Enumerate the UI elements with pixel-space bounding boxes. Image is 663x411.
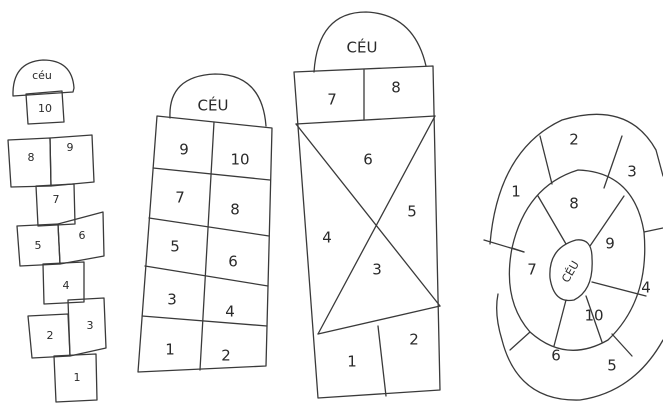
sector-line <box>611 333 633 357</box>
board-outline <box>293 65 441 399</box>
sky-label: céu <box>32 69 52 82</box>
hopscotch-spiral: 1 2 3 4 5 6 7 8 9 10 CÉU <box>483 113 663 401</box>
cell-number: 1 <box>511 183 521 201</box>
cell-number: 4 <box>322 229 332 247</box>
cell-number: 6 <box>79 229 86 242</box>
hopscotch-classic: céu 10 8 9 7 5 6 4 2 3 1 <box>7 59 107 403</box>
cell-number: 3 <box>167 291 177 309</box>
cell-number: 2 <box>47 329 54 342</box>
cell-number: 8 <box>569 195 579 213</box>
sky-semicircle <box>313 11 427 73</box>
sky-label: CÉU <box>347 38 378 57</box>
center-circle <box>549 239 593 302</box>
cell-number: 9 <box>605 235 615 253</box>
cell-number: 2 <box>569 131 579 149</box>
sky-label: CÉU <box>559 259 582 285</box>
cell-number: 2 <box>409 331 419 349</box>
cell-number: 3 <box>372 261 382 279</box>
cell-number: 4 <box>641 279 651 297</box>
outer-ring <box>496 293 663 401</box>
sector-line <box>589 195 625 247</box>
sky-label: CÉU <box>198 96 229 115</box>
grid-divider <box>144 265 269 287</box>
board-divider <box>295 115 436 125</box>
cell-number: 1 <box>347 353 357 371</box>
sector-line <box>591 281 647 297</box>
hopscotch-grid: CÉU 9 10 7 8 5 6 3 4 1 2 <box>137 73 273 373</box>
cell-outline <box>42 261 85 305</box>
diagonal-line <box>317 115 436 335</box>
cell-number: 7 <box>175 189 185 207</box>
cell-number: 5 <box>170 238 180 256</box>
sky-semicircle <box>169 73 267 127</box>
cell-number: 3 <box>87 319 94 332</box>
cell-number: 5 <box>407 203 417 221</box>
cell-outline <box>35 183 76 227</box>
cell-number: 1 <box>74 371 81 384</box>
cell-number: 8 <box>391 79 401 97</box>
cell-number: 9 <box>67 141 74 154</box>
sector-line <box>643 227 663 233</box>
cell-number: 10 <box>38 102 52 115</box>
cell-number: 7 <box>327 91 337 109</box>
cell-outline <box>57 211 105 265</box>
grid-divider <box>141 315 268 327</box>
cell-outline <box>53 353 98 403</box>
sector-line <box>537 195 567 245</box>
sky-semicircle <box>12 59 75 97</box>
cell-number: 10 <box>584 307 603 325</box>
cell-outline <box>25 90 65 125</box>
cell-number: 3 <box>627 163 637 181</box>
cell-outline <box>49 134 95 187</box>
cell-number: 1 <box>165 341 175 359</box>
grid-divider <box>148 217 270 237</box>
cell-number: 5 <box>35 239 42 252</box>
cell-number: 9 <box>179 141 189 159</box>
grid-divider <box>152 167 271 181</box>
cell-number: 4 <box>63 279 70 292</box>
sector-line <box>511 247 525 253</box>
sector-line <box>539 135 553 185</box>
cell-number: 5 <box>607 357 617 375</box>
sector-line <box>509 331 531 351</box>
cell-outline <box>67 297 107 357</box>
cell-number: 6 <box>228 253 238 271</box>
cell-number: 7 <box>53 193 60 206</box>
cell-number: 2 <box>221 347 231 365</box>
sector-line <box>553 299 567 347</box>
cell-number: 4 <box>225 303 235 321</box>
sector-line <box>585 295 603 343</box>
board-divider <box>317 305 441 335</box>
hopscotch-cross: CÉU 7 8 6 4 5 3 1 2 <box>293 11 441 399</box>
board-divider <box>377 325 387 397</box>
cell-number: 6 <box>363 151 373 169</box>
cell-number: 8 <box>230 201 240 219</box>
cell-number: 8 <box>28 151 35 164</box>
grid-divider <box>199 121 215 371</box>
cell-number: 6 <box>551 347 561 365</box>
cell-number: 10 <box>230 151 249 169</box>
grid-outline <box>137 115 273 373</box>
middle-ring <box>508 169 646 351</box>
cell-number: 7 <box>527 261 537 279</box>
sector-line <box>603 135 623 189</box>
diagonal-line <box>295 123 441 307</box>
outer-ring <box>489 113 663 245</box>
